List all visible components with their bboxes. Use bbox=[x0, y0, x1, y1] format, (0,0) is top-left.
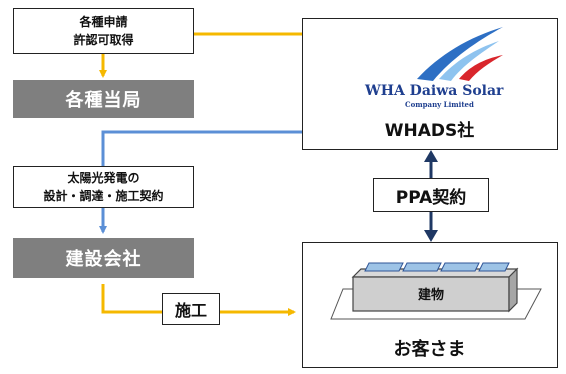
solar-panel-1 bbox=[364, 262, 404, 272]
building-front bbox=[352, 276, 510, 312]
contractor-label: 建設会社 bbox=[65, 249, 142, 270]
arrow-contractor-to-customer bbox=[101, 284, 296, 316]
whads-logo-icon bbox=[417, 27, 503, 81]
design-line1: 太陽光発電の bbox=[67, 171, 140, 185]
contractor-band: 建設会社 bbox=[13, 238, 194, 278]
permits-line1: 各種申請 bbox=[79, 15, 128, 29]
solar-panel-2 bbox=[402, 262, 442, 272]
design-line2: 設計・調達・施工契約 bbox=[43, 189, 164, 203]
customer-name: お客さま bbox=[393, 339, 466, 360]
building-label: 建物 bbox=[417, 287, 444, 303]
design-contract-box: 太陽光発電の 設計・調達・施工契約 bbox=[13, 166, 194, 208]
ppa-label: PPA契約 bbox=[395, 187, 467, 208]
permits-line2: 許認可取得 bbox=[73, 33, 134, 47]
authorities-label: 各種当局 bbox=[65, 90, 142, 111]
authorities-band: 各種当局 bbox=[13, 80, 194, 118]
solar-panel-4 bbox=[478, 262, 510, 272]
ppa-label-box: PPA契約 bbox=[373, 178, 489, 212]
line-whads-to-design bbox=[101, 130, 302, 166]
customer-box: 建物 お客さま bbox=[302, 242, 558, 368]
permits-box: 各種申請 許認可取得 bbox=[13, 8, 194, 54]
building-side bbox=[508, 267, 518, 313]
whads-box: WHA Daiwa Solar Company Limited WHADS社 bbox=[302, 18, 558, 150]
ppa-arrow-up-icon bbox=[424, 150, 438, 162]
construction-label: 施工 bbox=[174, 301, 207, 320]
ppa-arrow-down-icon bbox=[424, 230, 438, 242]
building-illustration bbox=[330, 262, 542, 320]
construction-label-box: 施工 bbox=[162, 293, 220, 325]
whads-logo-sub: Company Limited bbox=[405, 100, 474, 109]
solar-panel-3 bbox=[440, 262, 480, 272]
whads-name: WHADS社 bbox=[384, 120, 475, 141]
whads-logo-main: WHA Daiwa Solar bbox=[365, 83, 504, 99]
